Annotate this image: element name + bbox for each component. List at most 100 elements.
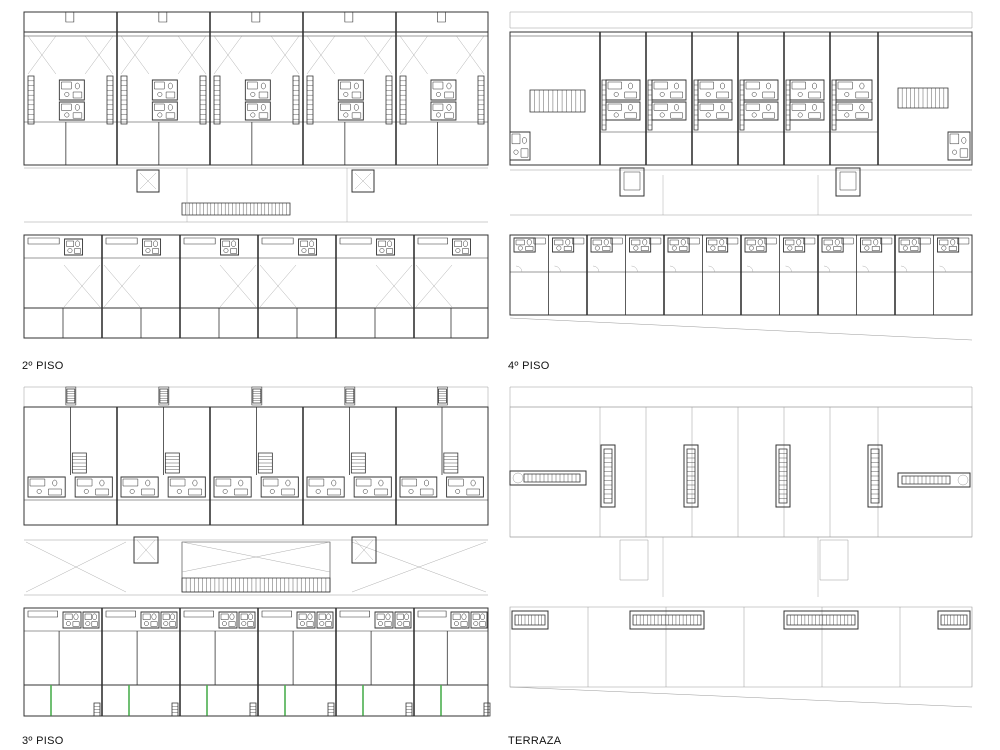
washbasin bbox=[751, 112, 757, 118]
elevator-car bbox=[624, 172, 640, 190]
toilet bbox=[238, 479, 244, 487]
bathroom-outline bbox=[948, 132, 970, 160]
bathtub bbox=[838, 82, 852, 89]
shower bbox=[641, 246, 648, 250]
washbasin bbox=[613, 112, 619, 118]
roof-drain bbox=[957, 474, 969, 486]
bathtub bbox=[709, 240, 717, 245]
toilet bbox=[74, 104, 80, 111]
bathtub bbox=[163, 614, 169, 620]
toilet bbox=[92, 613, 97, 621]
toilet bbox=[170, 613, 175, 621]
washbasin bbox=[751, 91, 757, 97]
bathroom-outline bbox=[141, 612, 159, 628]
toilet bbox=[260, 104, 266, 111]
bathroom-outline bbox=[83, 612, 99, 628]
toilet bbox=[260, 82, 266, 90]
kitchen-counter bbox=[572, 238, 584, 244]
bathtub bbox=[901, 240, 909, 245]
washbasin bbox=[377, 621, 383, 626]
balcony-post bbox=[437, 12, 445, 22]
bathroom-outline bbox=[790, 102, 824, 120]
shower bbox=[795, 246, 802, 250]
toilet bbox=[73, 613, 79, 621]
balcony-post bbox=[345, 12, 353, 22]
washbasin bbox=[64, 112, 70, 118]
toilet bbox=[307, 613, 313, 621]
bathroom-outline bbox=[245, 80, 270, 100]
void-cross-line bbox=[214, 36, 242, 74]
toilet bbox=[153, 240, 158, 248]
washbasin bbox=[157, 112, 163, 118]
bathroom-outline bbox=[744, 102, 778, 120]
light-well bbox=[620, 540, 648, 580]
toilet bbox=[385, 613, 391, 621]
site-edge bbox=[510, 687, 972, 707]
bathtub bbox=[792, 82, 806, 89]
bathtub bbox=[700, 82, 714, 89]
shower bbox=[809, 113, 821, 118]
washbasin bbox=[705, 91, 711, 97]
bathroom-outline bbox=[239, 612, 255, 628]
door-swing bbox=[863, 266, 869, 272]
kitchen-counter bbox=[418, 611, 446, 617]
bathtub bbox=[241, 614, 247, 620]
bathtub bbox=[747, 240, 755, 245]
washbasin bbox=[362, 488, 368, 494]
bathtub bbox=[433, 104, 443, 110]
toilet bbox=[766, 82, 771, 90]
toilet bbox=[231, 240, 236, 248]
shower bbox=[763, 92, 775, 98]
bathtub bbox=[402, 479, 417, 486]
washbasin bbox=[343, 112, 349, 118]
bathroom-outline bbox=[452, 239, 470, 255]
bathtub bbox=[85, 614, 91, 620]
washbasin bbox=[145, 248, 151, 253]
bathtub bbox=[746, 82, 760, 89]
toilet bbox=[642, 238, 648, 246]
bathtub bbox=[30, 479, 45, 486]
washbasin bbox=[269, 488, 275, 494]
toilet bbox=[680, 238, 686, 246]
shower bbox=[308, 249, 314, 254]
shower bbox=[526, 246, 533, 250]
door-swing bbox=[593, 266, 599, 272]
north-roof-outline bbox=[510, 407, 972, 537]
shower bbox=[872, 246, 879, 250]
bathroom-outline bbox=[28, 477, 65, 497]
kitchen-counter bbox=[28, 238, 59, 244]
bathroom-outline bbox=[745, 238, 766, 252]
bathroom-outline bbox=[652, 80, 686, 100]
void-cross-line bbox=[182, 542, 330, 572]
shower bbox=[229, 622, 235, 627]
elevator-shaft bbox=[352, 170, 374, 192]
bathroom-outline bbox=[510, 132, 530, 160]
toilet bbox=[796, 238, 802, 246]
bathtub bbox=[449, 479, 464, 486]
washbasin bbox=[85, 621, 91, 626]
washbasin bbox=[397, 621, 403, 626]
toilet bbox=[99, 479, 105, 487]
shower bbox=[625, 92, 637, 98]
floor-plan-3rd-floor bbox=[22, 385, 492, 725]
bathroom-outline bbox=[354, 477, 391, 497]
south-block-outline bbox=[24, 608, 488, 716]
bathtub bbox=[319, 614, 325, 620]
bathtub bbox=[516, 240, 524, 245]
door-swing bbox=[901, 266, 907, 272]
site-edge bbox=[510, 318, 972, 340]
kitchen-counter bbox=[649, 238, 661, 244]
bathtub bbox=[309, 479, 324, 486]
washbasin bbox=[556, 245, 562, 251]
washbasin bbox=[222, 488, 228, 494]
bathtub bbox=[792, 104, 806, 110]
kitchen-counter bbox=[418, 238, 448, 244]
shower bbox=[248, 622, 254, 627]
washbasin bbox=[864, 245, 870, 251]
shower bbox=[718, 246, 725, 250]
shower bbox=[680, 246, 687, 250]
elevator-car bbox=[840, 172, 856, 190]
toilet bbox=[565, 238, 571, 246]
bathtub bbox=[301, 241, 308, 247]
toilet bbox=[720, 104, 725, 111]
